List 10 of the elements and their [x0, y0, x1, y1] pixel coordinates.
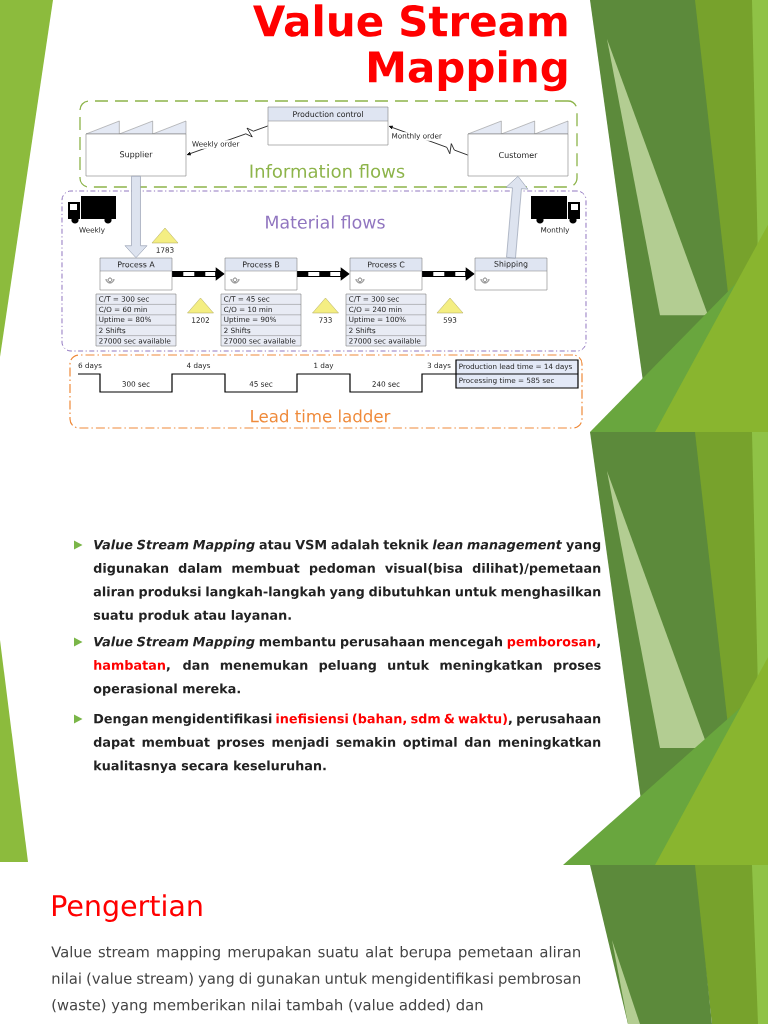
shipment-arrow: [505, 176, 529, 259]
shipment-arrow: [124, 176, 148, 258]
factory-box: Supplier: [85, 120, 187, 177]
title: Value Stream Mapping: [253, 4, 567, 92]
heading: Pengertian: [53, 894, 202, 922]
paragraph: Value stream mapping merupakan suatu alat berupa pemetaan aliran nilai (value stream) yang di gunakan untuk mengidentifikasi pembrosan (waste) yang memberikan nilai tambah (value added) dan: [51, 945, 581, 1014]
bullet-text: Dengan mengidentifikasi inefisiensi (bahan, sdm & waktu), perusahaan dapat membuat proses menjadi semakin optimal dan meningkatkan kualitasnya secara keseluruhan.: [93, 713, 601, 773]
bullet-text: Value Stream Mapping membantu perusahaan mencegah pemborosan, hambatan, dan menemukan peluang untuk meningkatkan proses operasional mereka.: [93, 636, 601, 696]
bullet-text: Value Stream Mapping atau VSM adalah teknik lean management yang digunakan dalam membuat pedoman visual(bisa dilihat)/pemetaan aliran produksi langkah-langkah yang dibutuhkan untuk menghasilkan suatu produk atau layanan.: [93, 539, 601, 623]
factory-box: Customer: [467, 120, 569, 177]
